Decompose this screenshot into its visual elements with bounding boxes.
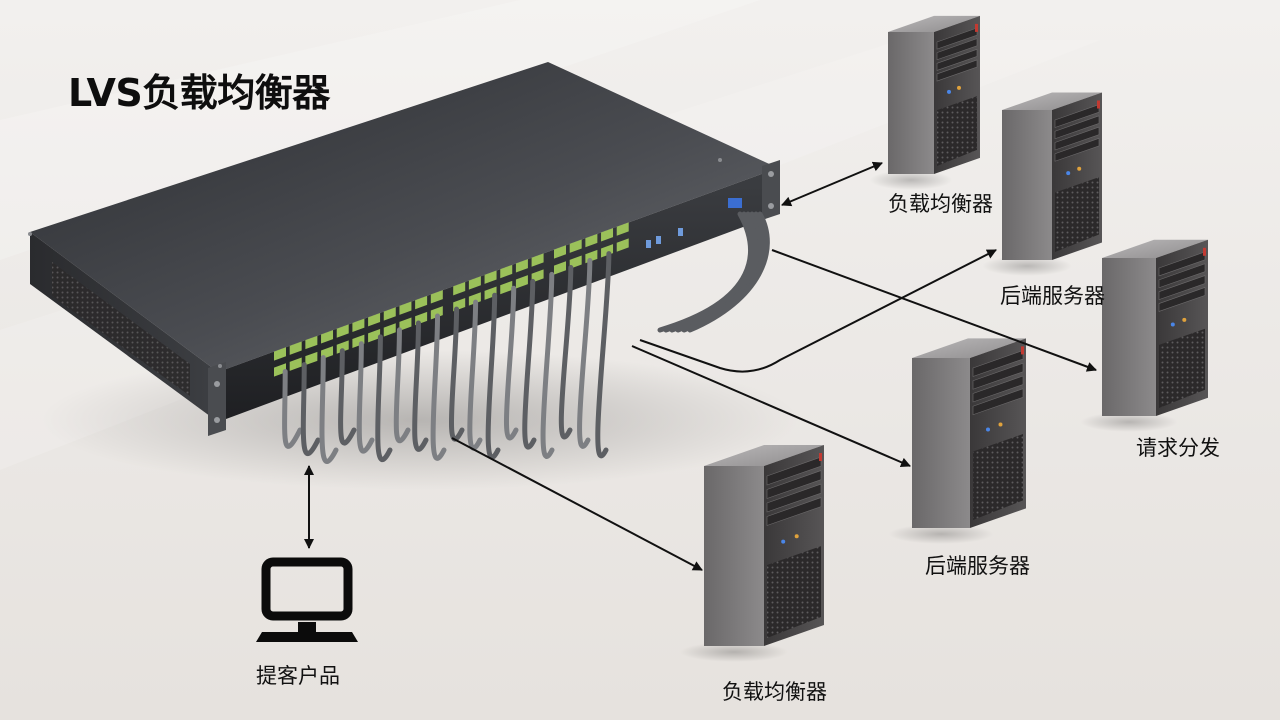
network-cable [503, 285, 519, 441]
network-cable [558, 264, 574, 440]
arrow-to-request-dispatch [771, 249, 1097, 372]
network-cable [412, 320, 429, 452]
network-cable [430, 313, 447, 461]
network-cable [393, 327, 411, 444]
rj45-port [554, 261, 566, 275]
network-cables [282, 211, 770, 464]
network-cable [467, 299, 483, 451]
tower-server-icon [982, 92, 1102, 276]
network-cable [540, 271, 555, 459]
rj45-port [274, 347, 286, 361]
tower-server-icon [888, 338, 1026, 544]
rj45-port [500, 280, 513, 295]
rj45-port [468, 276, 481, 290]
rj45-port [305, 351, 318, 366]
rj45-port [289, 341, 302, 355]
network-cable [485, 292, 501, 460]
network-cable [282, 369, 303, 449]
rj45-port [399, 301, 412, 315]
network-cable [319, 355, 339, 464]
network-cable [522, 278, 537, 450]
rj45-port [616, 222, 629, 236]
rj45-port [554, 245, 566, 259]
chassis-top [30, 62, 778, 372]
page-title: LVS负载均衡器 [68, 71, 330, 115]
network-cable [577, 258, 593, 449]
rj45-port [321, 330, 334, 344]
rj45-port [569, 239, 582, 253]
label-lb-top: 负载均衡器 [888, 192, 993, 216]
lvs-switch-chassis [28, 62, 800, 490]
rj45-port [453, 281, 466, 296]
rj45-port [383, 323, 396, 337]
rj45-port [368, 328, 381, 343]
network-cable [356, 341, 375, 454]
desktop-monitor-icon [256, 557, 358, 642]
rj45-port [305, 335, 318, 350]
label-request-dispatch: 请求分发 [1136, 436, 1220, 460]
rj45-port [601, 228, 614, 242]
rj45-port [352, 318, 365, 333]
rj45-port [585, 233, 598, 248]
arrow-to-backend-lower [631, 345, 911, 468]
rj45-port [383, 307, 396, 321]
tower-server-icon [869, 15, 980, 190]
rj45-port [289, 357, 302, 371]
rj45-port [569, 255, 582, 269]
flow-arrows [304, 161, 1097, 571]
rj45-port [399, 317, 412, 331]
network-cable [338, 348, 357, 446]
rj45-port [531, 269, 544, 283]
rj45-port [336, 324, 349, 338]
server-group [680, 15, 1208, 662]
rj45-port [515, 275, 528, 289]
rj45-port [368, 312, 381, 327]
rj45-port [336, 340, 349, 354]
arrow-switch-lb-top [781, 161, 883, 207]
rj45-port [531, 253, 544, 267]
rj45-port [430, 290, 443, 304]
arrow-to-backend-upper [639, 249, 997, 373]
arrow-to-lb-bottom [451, 437, 703, 571]
network-cable [595, 251, 612, 459]
network-cable [448, 306, 465, 442]
chassis-front [218, 168, 778, 422]
network-cable [375, 334, 393, 462]
tower-server-icon [680, 445, 824, 662]
rj45-port [500, 264, 513, 279]
label-client: 提客户品 [256, 664, 340, 688]
rj45-port [616, 238, 629, 252]
network-cable [687, 211, 770, 333]
rj45-port-group [274, 222, 629, 377]
uplink-port [728, 198, 742, 208]
label-backend-upper: 后端服务器 [1000, 284, 1105, 308]
rj45-port [484, 270, 497, 284]
label-lb-bottom: 负载均衡器 [722, 680, 827, 704]
network-cable [300, 362, 321, 457]
label-backend-lower: 后端服务器 [925, 554, 1030, 578]
tower-server-icon [1080, 239, 1208, 432]
rj45-port [415, 295, 428, 310]
rj45-port [515, 259, 528, 273]
